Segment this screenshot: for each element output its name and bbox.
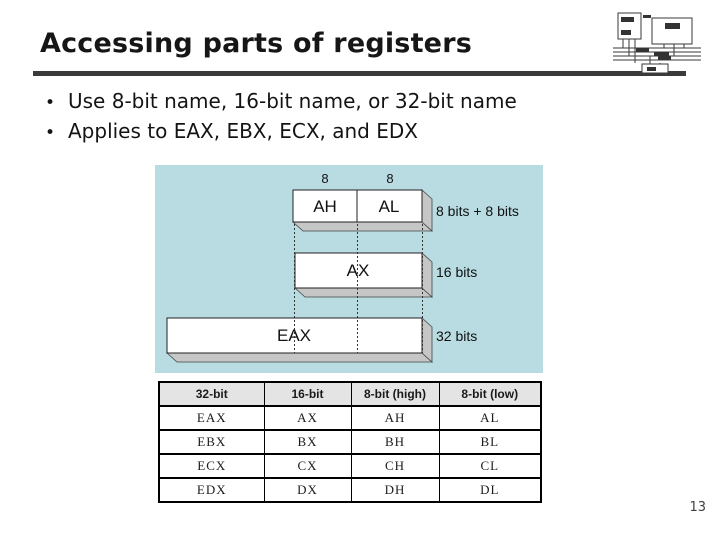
column-header-16bit: 16-bit <box>263 381 352 407</box>
bullet-list: • Use 8-bit name, 16-bit name, or 32-bit… <box>45 87 517 147</box>
table-cell: BX <box>263 429 352 455</box>
size-annotation-16bits: 16 bits <box>436 264 477 280</box>
ah-al-box: AH AL <box>291 189 434 232</box>
table-cell: AX <box>263 405 352 431</box>
eax-box: EAX <box>165 317 434 363</box>
table-cell: ECX <box>158 453 265 479</box>
table-row: EAX AX AH AL <box>158 405 542 431</box>
bit-width-label-high: 8 <box>321 171 328 186</box>
table-header-row: 32-bit 16-bit 8-bit (high) 8-bit (low) <box>158 381 542 407</box>
table-cell: BH <box>350 429 440 455</box>
table-cell: CX <box>263 453 352 479</box>
title-underline <box>33 71 686 76</box>
column-header-8bit-low: 8-bit (low) <box>438 381 542 407</box>
bullet-text: Use 8-bit name, 16-bit name, or 32-bit n… <box>68 89 517 113</box>
table-cell: EAX <box>158 405 265 431</box>
register-label-al: AL <box>379 197 400 216</box>
table-cell: EBX <box>158 429 265 455</box>
list-item: • Applies to EAX, EBX, ECX, and EDX <box>45 117 517 147</box>
table-row: EDX DX DH DL <box>158 477 542 503</box>
register-label-ax: AX <box>347 261 370 280</box>
bullet-icon: • <box>45 123 56 143</box>
bullet-text: Applies to EAX, EBX, ECX, and EDX <box>68 119 418 143</box>
table-cell: AL <box>438 405 542 431</box>
register-diagram: 8 8 AH AL AX <box>155 165 543 373</box>
bullet-icon: • <box>45 93 56 113</box>
size-annotation-8bits: 8 bits + 8 bits <box>436 203 519 219</box>
bit-width-label-low: 8 <box>386 171 393 186</box>
column-header-8bit-high: 8-bit (high) <box>350 381 440 407</box>
page-title: Accessing parts of registers <box>40 28 472 59</box>
page-number: 13 <box>689 500 706 515</box>
register-label-ah: AH <box>313 197 337 216</box>
register-table: 32-bit 16-bit 8-bit (high) 8-bit (low) E… <box>158 381 542 503</box>
list-item: • Use 8-bit name, 16-bit name, or 32-bit… <box>45 87 517 117</box>
register-label-eax: EAX <box>277 326 311 345</box>
table-cell: EDX <box>158 477 265 503</box>
cpu-bus-architecture-icon <box>613 12 701 74</box>
table-row: EBX BX BH BL <box>158 429 542 455</box>
ax-box: AX <box>293 252 434 298</box>
table-cell: CL <box>438 453 542 479</box>
table-cell: DH <box>350 477 440 503</box>
table-cell: BL <box>438 429 542 455</box>
alignment-dotted-lines <box>294 224 423 353</box>
table-cell: DX <box>263 477 352 503</box>
column-header-32bit: 32-bit <box>158 381 265 407</box>
size-annotation-32bits: 32 bits <box>436 328 477 344</box>
table-cell: AH <box>350 405 440 431</box>
table-cell: CH <box>350 453 440 479</box>
table-cell: DL <box>438 477 542 503</box>
table-row: ECX CX CH CL <box>158 453 542 479</box>
